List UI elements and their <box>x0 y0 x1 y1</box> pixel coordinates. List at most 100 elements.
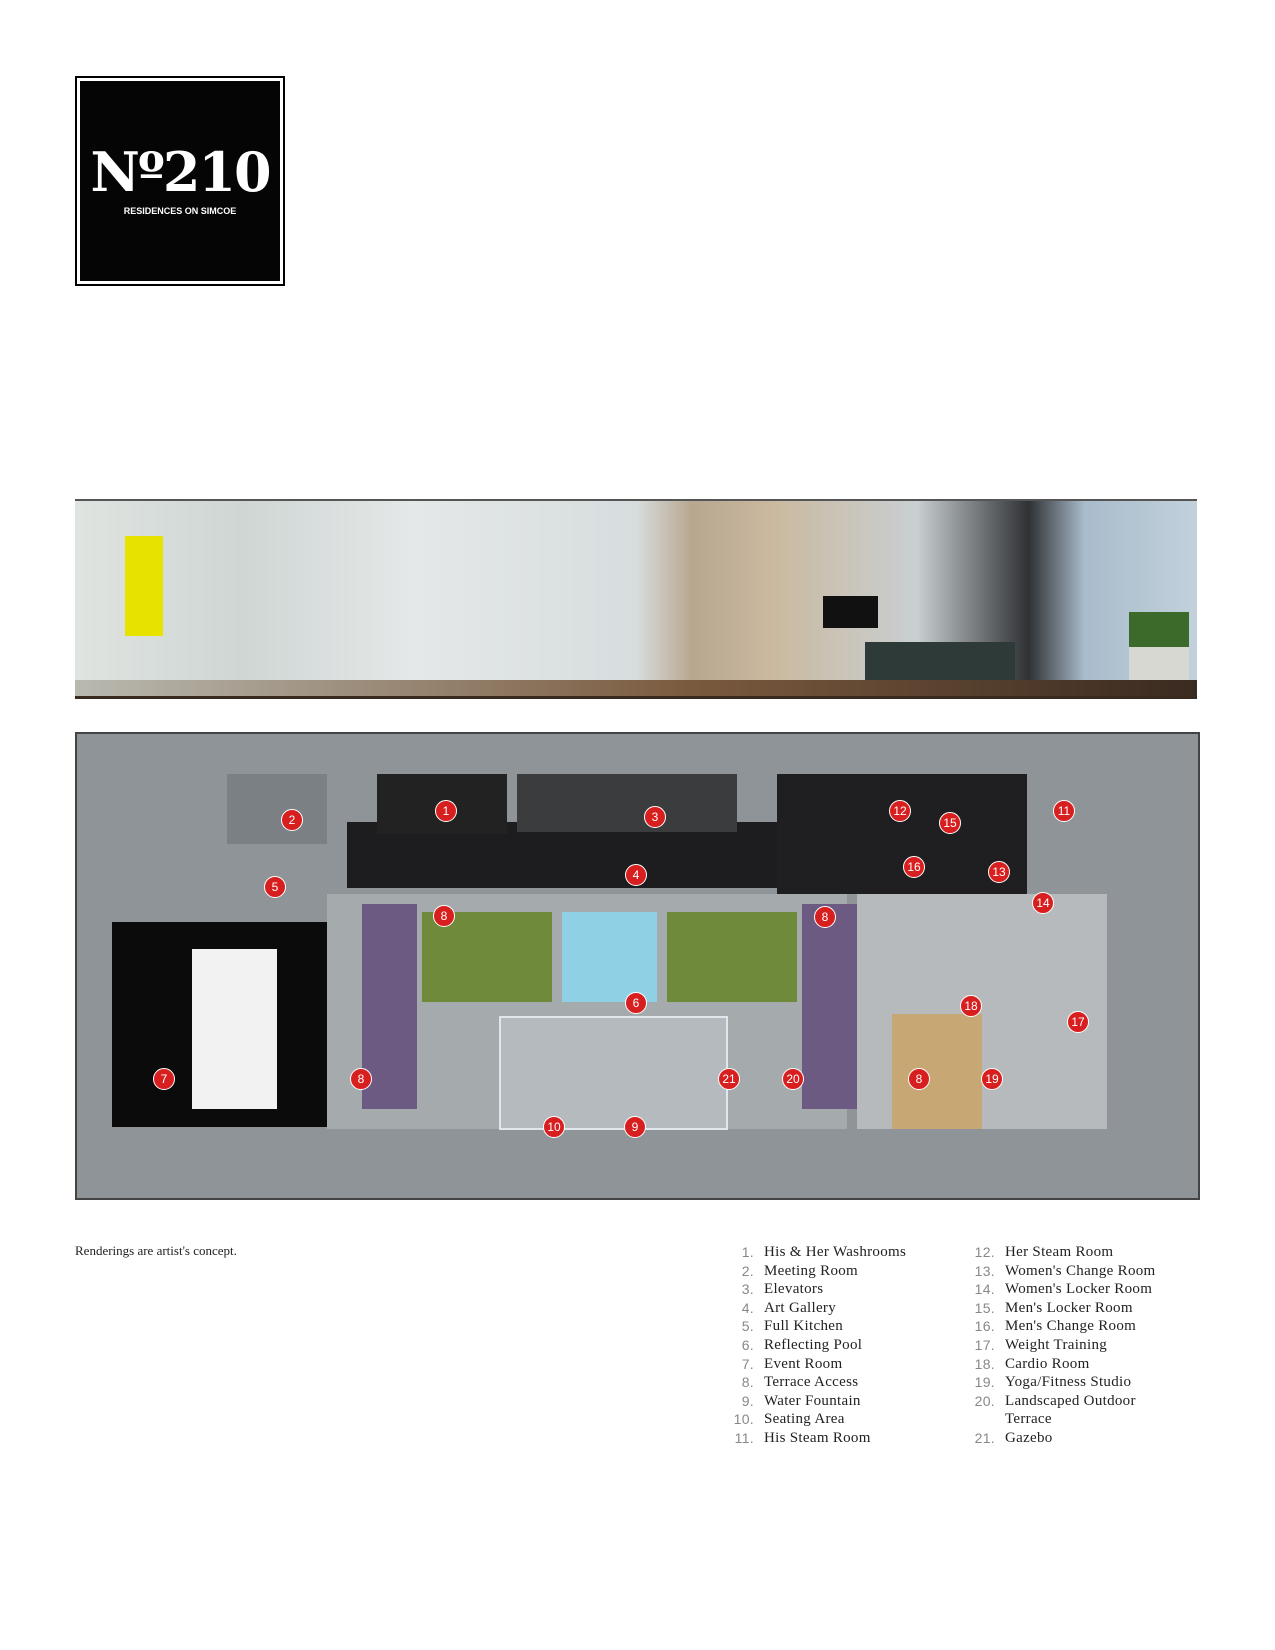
legend-item: 20. Landscaped Outdoor <box>961 1392 1156 1411</box>
legend-label: His Steam Room <box>764 1429 871 1446</box>
legend-label: Cardio Room <box>1005 1355 1090 1372</box>
legend-item: 8. Terrace Access <box>720 1373 906 1392</box>
legend-label: Weight Training <box>1005 1336 1108 1353</box>
legend-item: 21. Gazebo <box>961 1429 1156 1448</box>
legend-label: Full Kitchen <box>764 1318 844 1335</box>
legend-number: 21. <box>974 1429 995 1446</box>
sofa <box>865 642 1015 682</box>
legend-label: His & Her Washrooms <box>764 1244 907 1260</box>
legend-item: 17. Weight Training <box>961 1336 1156 1355</box>
plan-marker: 13 <box>988 861 1010 883</box>
legend-number: 1. <box>741 1244 754 1260</box>
planter-right <box>802 904 857 1109</box>
plan-marker: 5 <box>264 876 286 898</box>
legend-number: 5. <box>741 1318 754 1335</box>
legend-number <box>961 1410 1005 1429</box>
plan-marker: 14 <box>1032 892 1054 914</box>
lawn-left <box>422 912 552 1002</box>
gazebo <box>499 1016 728 1130</box>
floor <box>75 680 1197 696</box>
meeting-room <box>227 774 327 844</box>
legend-number: 18. <box>974 1355 995 1372</box>
plan-marker: 19 <box>981 1068 1003 1090</box>
legend-number: 17. <box>974 1336 995 1353</box>
legend-number: 16. <box>974 1318 995 1335</box>
legend-item: 11. His Steam Room <box>720 1429 906 1448</box>
legend-number: 14. <box>974 1281 995 1298</box>
legend-label: Men's Change Room <box>1005 1318 1137 1335</box>
lawn-right <box>667 912 797 1002</box>
legend-item: 3.Elevators <box>720 1280 906 1299</box>
plan-marker: 21 <box>718 1068 740 1090</box>
logo: Nº210 RESIDENCES ON SIMCOE <box>75 76 285 286</box>
legend-item: 9.Water Fountain <box>720 1392 906 1411</box>
legend-label: Meeting Room <box>764 1262 859 1279</box>
legend-label: Art Gallery <box>764 1299 837 1316</box>
legend-label: Terrace <box>1005 1411 1052 1428</box>
plan-marker: 16 <box>903 856 925 878</box>
legend-number: 7. <box>741 1355 754 1372</box>
legend-item: 19.Yoga/Fitness Studio <box>961 1373 1156 1392</box>
legend-label: Women's Change Room <box>1005 1262 1156 1279</box>
legend-number: 19. <box>974 1374 995 1391</box>
legend-item: 10.Seating Area <box>720 1410 906 1429</box>
wall-art <box>125 536 163 636</box>
disclaimer: Renderings are artist's concept. <box>75 1243 237 1258</box>
planter <box>1129 612 1189 682</box>
legend-number: 10. <box>733 1411 754 1428</box>
legend-item: 16. Men's Change Room <box>961 1317 1156 1336</box>
plan-marker: 8 <box>433 905 455 927</box>
plan-marker: 10 <box>543 1116 565 1138</box>
legend-label: Water Fountain <box>764 1392 861 1409</box>
legend-label: Women's Locker Room <box>1005 1281 1153 1298</box>
legend-item: 14. Women's Locker Room <box>961 1280 1156 1299</box>
legend-label: Landscaped Outdoor <box>1005 1392 1136 1409</box>
legend-item: 4. Art Gallery <box>720 1299 906 1318</box>
legend-item: 1. His & Her Washrooms <box>720 1243 906 1262</box>
legend-number: 6. <box>741 1336 754 1353</box>
legend-number: 12. <box>974 1244 995 1260</box>
plan-marker: 15 <box>939 812 961 834</box>
legend-item: 2. Meeting Room <box>720 1262 906 1281</box>
legend-label: Her Steam Room <box>1005 1244 1114 1260</box>
legend-number: 2. <box>741 1262 754 1279</box>
legend-item: 6. Reflecting Pool <box>720 1336 906 1355</box>
plan-marker: 12 <box>889 800 911 822</box>
legend-item: 5. Full Kitchen <box>720 1317 906 1336</box>
legend-item: 15. Men's Locker Room <box>961 1299 1156 1318</box>
legend-label: Terrace Access <box>764 1374 859 1391</box>
plan-marker: 8 <box>350 1068 372 1090</box>
legend-item: 13.Women's Change Room <box>961 1262 1156 1281</box>
legend-label: Elevators <box>764 1281 824 1298</box>
legend-item: 18. Cardio Room <box>961 1355 1156 1374</box>
interior-rendering <box>75 499 1197 699</box>
plan-marker: 17 <box>1067 1011 1089 1033</box>
legend-number: 8. <box>741 1374 754 1391</box>
plan-marker: 3 <box>644 806 666 828</box>
legend-number: 4. <box>741 1299 754 1316</box>
legend-number: 11. <box>734 1429 754 1446</box>
legend-label: Gazebo <box>1005 1429 1053 1446</box>
plan-marker: 8 <box>908 1068 930 1090</box>
elevators <box>517 774 737 832</box>
legend-label: Reflecting Pool <box>764 1336 863 1353</box>
plan-marker: 9 <box>624 1116 646 1138</box>
tv <box>823 596 878 628</box>
plan-marker: 18 <box>960 995 982 1017</box>
legend-number: 20. <box>974 1392 995 1409</box>
legend-label: Men's Locker Room <box>1005 1299 1133 1316</box>
logo-subtitle: RESIDENCES ON SIMCOE <box>123 206 237 216</box>
plan-marker: 20 <box>782 1068 804 1090</box>
change-rooms <box>777 774 1027 894</box>
yoga-studio <box>892 1014 982 1129</box>
legend-label: Event Room <box>764 1355 843 1372</box>
legend-item: 7. Event Room <box>720 1355 906 1374</box>
legend-number: 15. <box>974 1299 995 1316</box>
plan-marker: 6 <box>625 992 647 1014</box>
plan-marker: 8 <box>814 906 836 928</box>
logo-mark: Nº210 <box>90 140 271 204</box>
plan-marker: 1 <box>435 800 457 822</box>
